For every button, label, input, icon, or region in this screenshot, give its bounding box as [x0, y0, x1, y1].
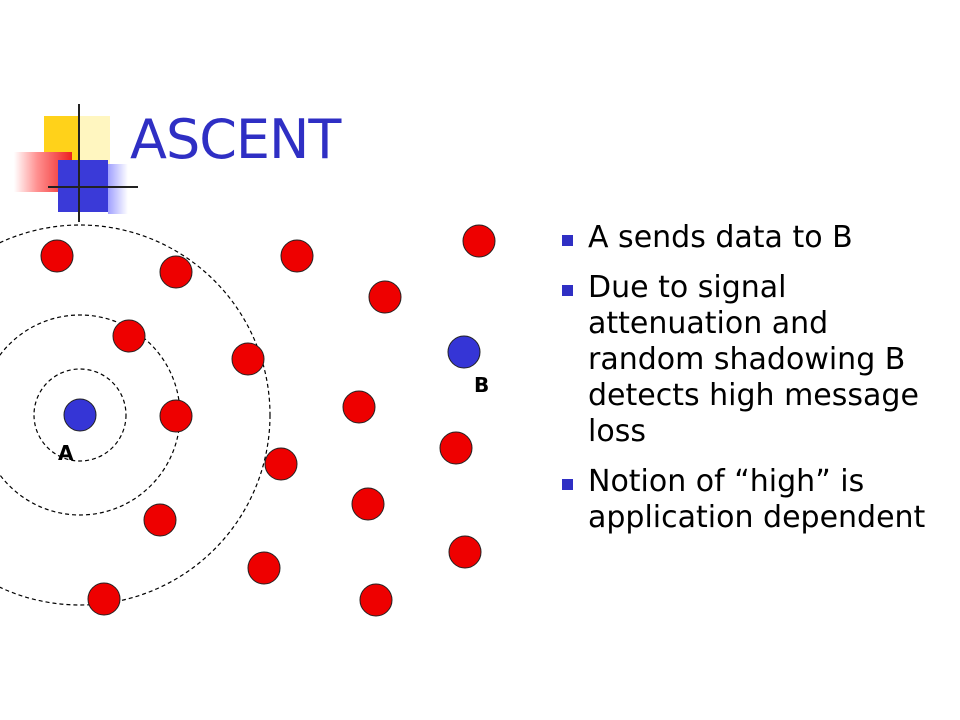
- node-b-label: B: [474, 373, 489, 397]
- sensor-node: [351, 487, 385, 521]
- bullet-list: A sends data to B Due to signal attenuat…: [562, 220, 952, 550]
- network-diagram: A B: [0, 224, 496, 617]
- bullet-text: Notion of “high” is application dependen…: [588, 464, 926, 535]
- sensor-node: [143, 503, 177, 537]
- node-b: [447, 335, 481, 369]
- sensor-node: [159, 399, 193, 433]
- bullet-text: Due to signal attenuation and random sha…: [588, 270, 919, 449]
- sensor-node: [112, 319, 146, 353]
- range-ring-outer: [0, 224, 271, 606]
- sensor-node: [439, 431, 473, 465]
- sensor-node: [462, 224, 496, 258]
- sensor-node: [159, 255, 193, 289]
- sensor-node: [87, 582, 121, 616]
- sensor-node: [359, 583, 393, 617]
- node-a-label: A: [58, 441, 74, 465]
- sensor-node: [280, 239, 314, 273]
- bullet-item: Due to signal attenuation and random sha…: [562, 270, 952, 450]
- sensor-node: [231, 342, 265, 376]
- bullet-item: A sends data to B: [562, 220, 952, 256]
- bullet-square-icon: [562, 235, 573, 246]
- sensor-node: [368, 280, 402, 314]
- node-a: [63, 398, 97, 432]
- sensor-nodes: [40, 224, 496, 617]
- bullet-text: A sends data to B: [588, 220, 853, 255]
- sensor-node: [40, 239, 74, 273]
- slide-title: ASCENT: [130, 108, 341, 171]
- sensor-node: [247, 551, 281, 585]
- sensor-node: [342, 390, 376, 424]
- bullet-item: Notion of “high” is application dependen…: [562, 464, 952, 536]
- bullet-square-icon: [562, 285, 573, 296]
- range-ring-inner: [33, 368, 127, 462]
- range-rings: [0, 224, 271, 606]
- sensor-node: [448, 535, 482, 569]
- sensor-node: [264, 447, 298, 481]
- bullet-square-icon: [562, 479, 573, 490]
- title-decoration: [0, 0, 140, 222]
